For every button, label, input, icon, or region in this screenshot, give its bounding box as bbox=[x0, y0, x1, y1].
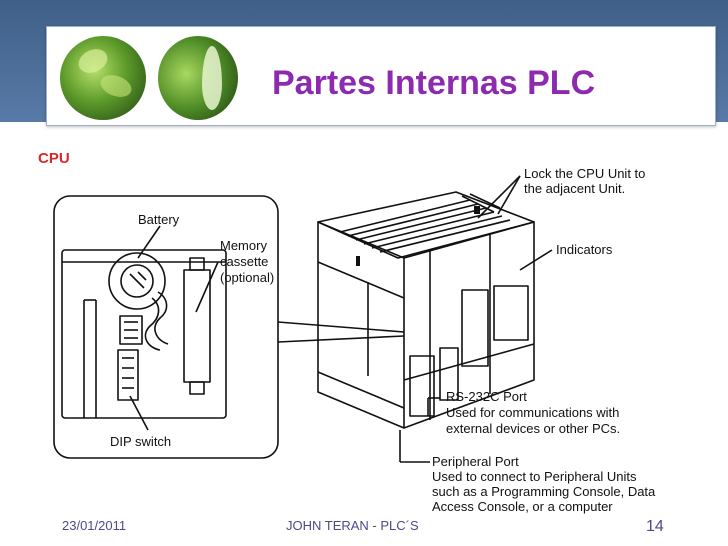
callout-peripheral-line4: Access Console, or a computer bbox=[432, 499, 613, 514]
plc-side-face bbox=[403, 221, 535, 429]
callout-dip-switch: DIP switch bbox=[110, 434, 172, 449]
page-number: 14 bbox=[646, 518, 664, 535]
footer-author: JOHN TERAN - PLC´S bbox=[286, 518, 419, 533]
leaf-logo-right bbox=[158, 36, 238, 120]
callout-memory-line3: (optional) bbox=[220, 270, 275, 285]
callout-lock-line1: Lock the CPU Unit to bbox=[524, 166, 646, 181]
callout-indicators: Indicators bbox=[556, 242, 613, 257]
callout-rs232-line3: external devices or other PCs. bbox=[446, 421, 621, 436]
inner-panel bbox=[61, 249, 227, 419]
slide-title: Partes Internas PLC bbox=[272, 64, 596, 102]
title-box bbox=[46, 26, 716, 126]
battery-shape bbox=[108, 252, 166, 310]
callout-rs232-line1: RS-232C Port bbox=[446, 389, 527, 404]
callout-rs232-line2: Used for communications with bbox=[446, 405, 620, 420]
plc-front-face bbox=[317, 221, 405, 429]
leaf-logo-left bbox=[60, 36, 146, 120]
callout-peripheral-line2: Used to connect to Peripheral Units bbox=[432, 469, 637, 484]
memory-cassette-shape bbox=[183, 269, 211, 383]
callout-battery: Battery bbox=[138, 212, 180, 227]
section-label: CPU bbox=[38, 150, 70, 167]
inset-frame bbox=[53, 195, 279, 459]
callout-memory-line2: cassette bbox=[220, 254, 269, 269]
callout-peripheral-line1: Peripheral Port bbox=[432, 454, 519, 469]
plc-top-face bbox=[317, 191, 535, 259]
callout-memory-line1: Memory bbox=[220, 238, 267, 253]
footer-date: 23/01/2011 bbox=[62, 518, 127, 533]
callout-peripheral-line3: such as a Programming Console, Data bbox=[432, 484, 656, 499]
rs232c-port-shape bbox=[409, 355, 435, 417]
callout-lock-line2: the adjacent Unit. bbox=[524, 181, 626, 196]
dip-switch-shape bbox=[117, 349, 139, 401]
